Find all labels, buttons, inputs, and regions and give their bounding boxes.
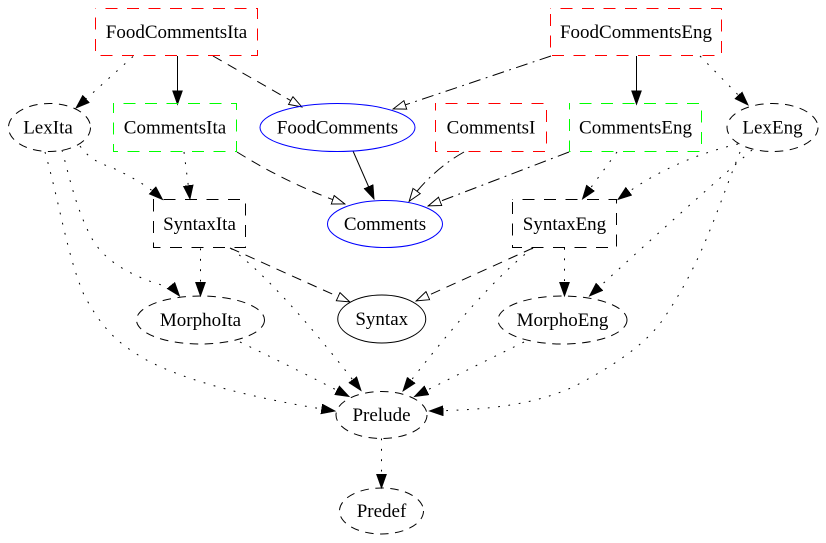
svg-text:LexEng: LexEng	[742, 118, 803, 139]
svg-text:Comments: Comments	[344, 214, 426, 235]
svg-text:MorphoEng: MorphoEng	[517, 310, 609, 331]
svg-text:Prelude: Prelude	[352, 405, 410, 426]
svg-text:FoodComments: FoodComments	[277, 118, 398, 139]
svg-text:Predef: Predef	[357, 501, 407, 522]
svg-text:CommentsEng: CommentsEng	[579, 118, 692, 139]
svg-text:FoodCommentsEng: FoodCommentsEng	[560, 22, 713, 43]
svg-text:SyntaxIta: SyntaxIta	[163, 214, 236, 235]
svg-text:LexIta: LexIta	[23, 118, 73, 139]
svg-text:Syntax: Syntax	[355, 309, 408, 330]
svg-text:FoodCommentsIta: FoodCommentsIta	[106, 22, 248, 43]
svg-text:CommentsI: CommentsI	[447, 118, 536, 139]
svg-text:MorphoIta: MorphoIta	[160, 310, 242, 331]
svg-text:CommentsIta: CommentsIta	[124, 118, 227, 139]
svg-text:SyntaxEng: SyntaxEng	[523, 214, 607, 235]
